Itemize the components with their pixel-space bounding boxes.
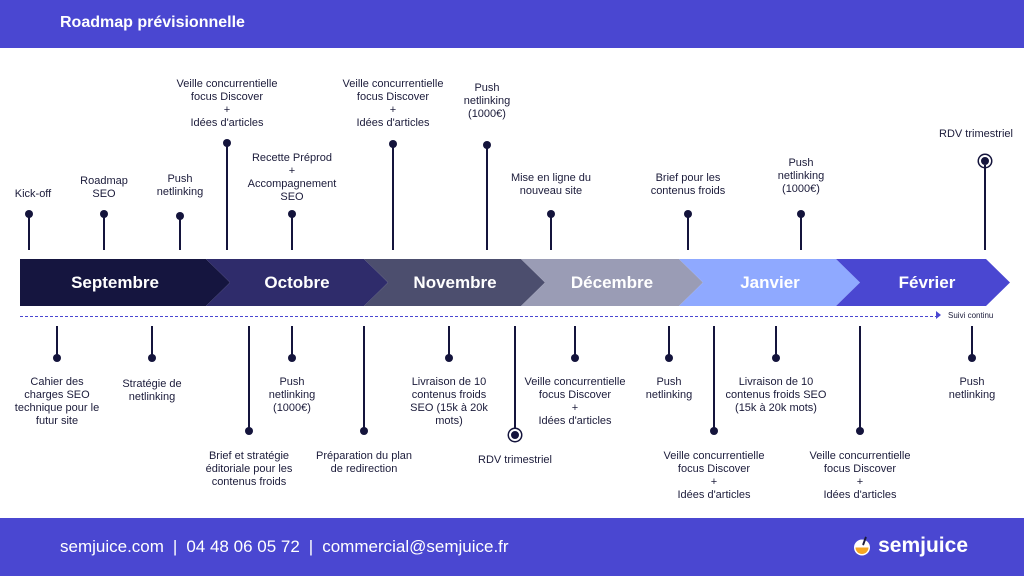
month-label-novembre: Novembre (413, 273, 497, 292)
top-event-label: Push netlinking (1000€) (463, 82, 511, 120)
semjuice-logo: semjuice (851, 534, 968, 558)
bottom-event-label: Stratégie de netlinking (122, 378, 182, 403)
month-arrow-fevrier (836, 259, 1010, 306)
month-label-decembre: Décembre (570, 273, 654, 292)
email-link[interactable]: commercial@semjuice.fr (322, 537, 509, 556)
bottom-event-label: Livraison de 10 contenus froids SEO (15k… (410, 376, 488, 427)
top-event-label: RDV trimestriel (939, 128, 1013, 140)
website-link[interactable]: semjuice.com (60, 537, 164, 556)
continuous-timeline (20, 316, 938, 317)
top-event-label: Mise en ligne du nouveau site (510, 172, 592, 197)
month-arrow-decembre (521, 259, 703, 306)
bottom-event-label: Brief et stratégie éditoriale pour les c… (205, 450, 293, 488)
bottom-event-label: Veille concurrentielle focus Discover + … (809, 450, 911, 501)
bottom-event-label: Veille concurrentielle focus Discover + … (663, 450, 765, 501)
page-title: Roadmap prévisionnelle (60, 14, 245, 31)
juice-glass-icon (854, 536, 871, 556)
top-event-label: Kick-off (14, 188, 52, 200)
bottom-event-label: Veille concurrentielle focus Discover + … (524, 376, 626, 427)
top-event-label: Push netlinking (156, 173, 204, 198)
bottom-event-label: Push netlinking (948, 376, 996, 401)
bottom-event-label: RDV trimestriel (478, 454, 552, 466)
bottom-event-label: Livraison de 10 contenus froids SEO (15k… (725, 376, 827, 414)
phone-number[interactable]: 04 48 06 05 72 (186, 537, 300, 556)
logo-text: semjuice (878, 534, 968, 557)
footer-separator: | (308, 537, 314, 556)
top-event-label: Recette Préprod + Accompagnement SEO (247, 152, 337, 203)
month-arrow-septembre (20, 259, 230, 306)
timeline-arrow-tip (936, 311, 941, 319)
top-event-label: Veille concurrentielle focus Discover + … (176, 78, 278, 129)
month-arrow-octobre (206, 259, 388, 306)
month-label-janvier: Janvier (740, 273, 800, 292)
month-label-septembre: Septembre (71, 273, 159, 292)
month-label-fevrier: Février (898, 273, 956, 292)
footer-separator: | (172, 537, 178, 556)
bottom-event-label: Préparation du plan de redirection (315, 450, 412, 475)
continuation-label: Suivi continu (948, 311, 994, 320)
top-event-label: Veille concurrentielle focus Discover + … (342, 78, 444, 129)
month-arrow-janvier (679, 259, 860, 306)
bottom-event-label: Cahier des charges SEO technique pour le… (14, 376, 100, 427)
footer-bar: semjuice.com | 04 48 06 05 72 | commercial@s… (0, 518, 1024, 576)
footer-contact: semjuice.com | 04 48 06 05 72 | commercial@s… (60, 537, 509, 557)
month-label-octobre: Octobre (264, 273, 330, 292)
month-arrow-novembre (364, 259, 545, 306)
top-event-label: Brief pour les contenus froids (650, 172, 726, 197)
top-event-label: Roadmap SEO (80, 175, 128, 200)
top-event-label: Push netlinking (1000€) (777, 157, 825, 195)
header-bar: Roadmap prévisionnelle (0, 0, 1024, 48)
bottom-event-label: Push netlinking (1000€) (268, 376, 316, 414)
bottom-event-label: Push netlinking (645, 376, 693, 401)
